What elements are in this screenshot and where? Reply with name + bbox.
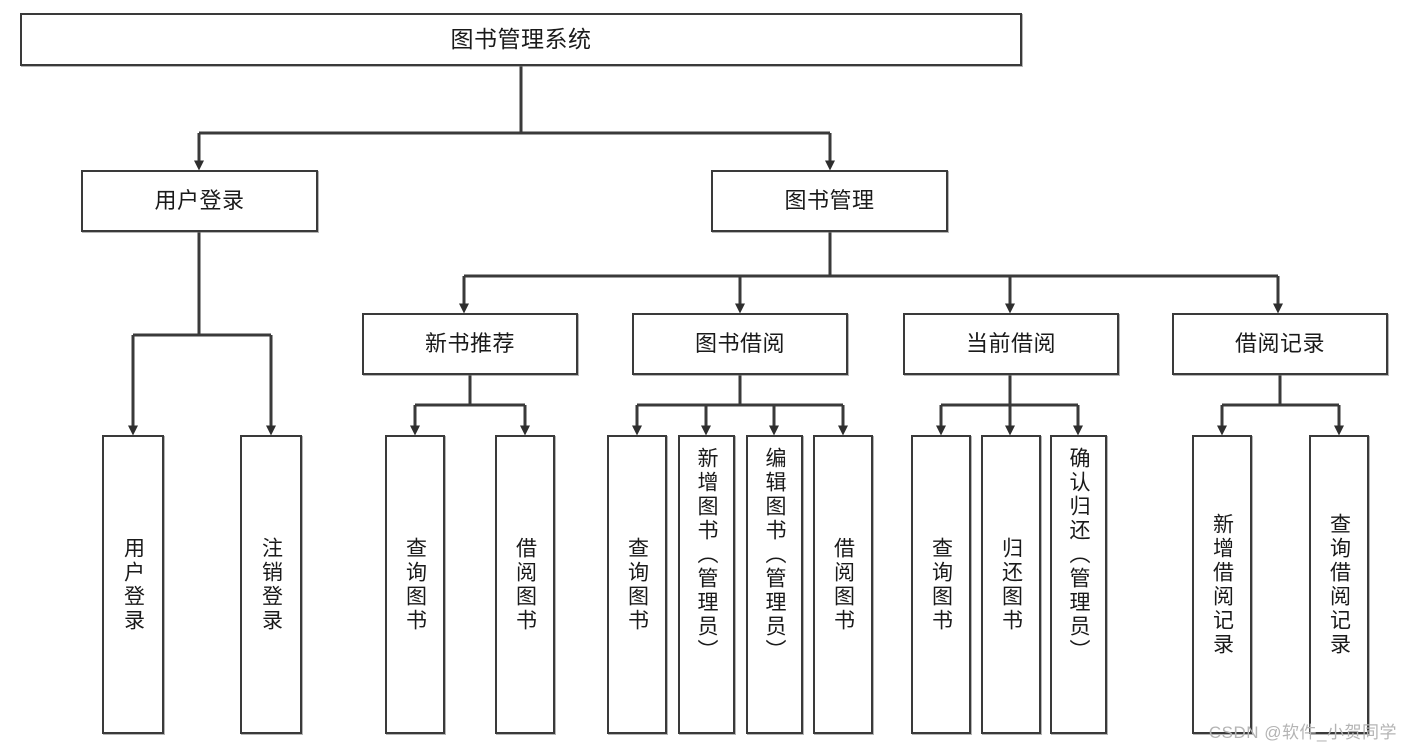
node-leaf-query-book-2-label: 查询图书 xyxy=(625,536,649,633)
node-leaf-add-book-label: 新增图书（管理员） xyxy=(695,447,718,663)
node-user-login[interactable]: 用户登录 xyxy=(81,170,318,232)
node-book-borrow-label: 图书借阅 xyxy=(694,331,785,357)
node-leaf-query-book-1[interactable]: 查询图书 xyxy=(385,435,445,734)
node-leaf-edit-book-label: 编辑图书（管理员） xyxy=(763,447,786,663)
node-current-borrow[interactable]: 当前借阅 xyxy=(903,313,1119,375)
watermark-text: CSDN @软件_小贺同学 xyxy=(1208,723,1397,742)
node-leaf-query-record[interactable]: 查询借阅记录 xyxy=(1309,435,1369,734)
node-leaf-query-book-2[interactable]: 查询图书 xyxy=(607,435,667,734)
node-leaf-borrow-book-2-label: 借阅图书 xyxy=(831,536,855,633)
node-leaf-user-login[interactable]: 用户登录 xyxy=(102,435,164,734)
node-leaf-add-record[interactable]: 新增借阅记录 xyxy=(1192,435,1252,734)
node-leaf-borrow-book-1[interactable]: 借阅图书 xyxy=(495,435,555,734)
node-leaf-logout-label: 注销登录 xyxy=(259,536,283,633)
node-leaf-return-book-label: 归还图书 xyxy=(999,536,1023,633)
node-user-login-label: 用户登录 xyxy=(154,188,245,214)
node-book-manage[interactable]: 图书管理 xyxy=(711,170,948,232)
node-leaf-query-book-1-label: 查询图书 xyxy=(403,536,427,633)
node-book-manage-label: 图书管理 xyxy=(784,188,875,214)
node-borrow-record-label: 借阅记录 xyxy=(1234,331,1325,357)
node-borrow-record[interactable]: 借阅记录 xyxy=(1172,313,1388,375)
node-leaf-confirm-return[interactable]: 确认归还（管理员） xyxy=(1050,435,1107,734)
node-new-book-rec-label: 新书推荐 xyxy=(424,331,515,357)
node-leaf-confirm-return-label: 确认归还（管理员） xyxy=(1067,447,1090,663)
node-leaf-user-login-label: 用户登录 xyxy=(121,536,145,633)
node-root[interactable]: 图书管理系统 xyxy=(20,13,1022,66)
node-new-book-rec[interactable]: 新书推荐 xyxy=(362,313,578,375)
node-leaf-return-book[interactable]: 归还图书 xyxy=(981,435,1041,734)
node-root-label: 图书管理系统 xyxy=(450,25,592,52)
node-leaf-query-book-3[interactable]: 查询图书 xyxy=(911,435,971,734)
node-leaf-logout[interactable]: 注销登录 xyxy=(240,435,302,734)
node-leaf-add-record-label: 新增借阅记录 xyxy=(1210,512,1234,657)
node-leaf-edit-book[interactable]: 编辑图书（管理员） xyxy=(746,435,803,734)
node-book-borrow[interactable]: 图书借阅 xyxy=(632,313,848,375)
node-leaf-query-record-label: 查询借阅记录 xyxy=(1327,512,1351,657)
node-leaf-add-book[interactable]: 新增图书（管理员） xyxy=(678,435,735,734)
node-leaf-borrow-book-1-label: 借阅图书 xyxy=(513,536,537,633)
node-leaf-borrow-book-2[interactable]: 借阅图书 xyxy=(813,435,873,734)
node-current-borrow-label: 当前借阅 xyxy=(965,331,1056,357)
node-leaf-query-book-3-label: 查询图书 xyxy=(929,536,953,633)
